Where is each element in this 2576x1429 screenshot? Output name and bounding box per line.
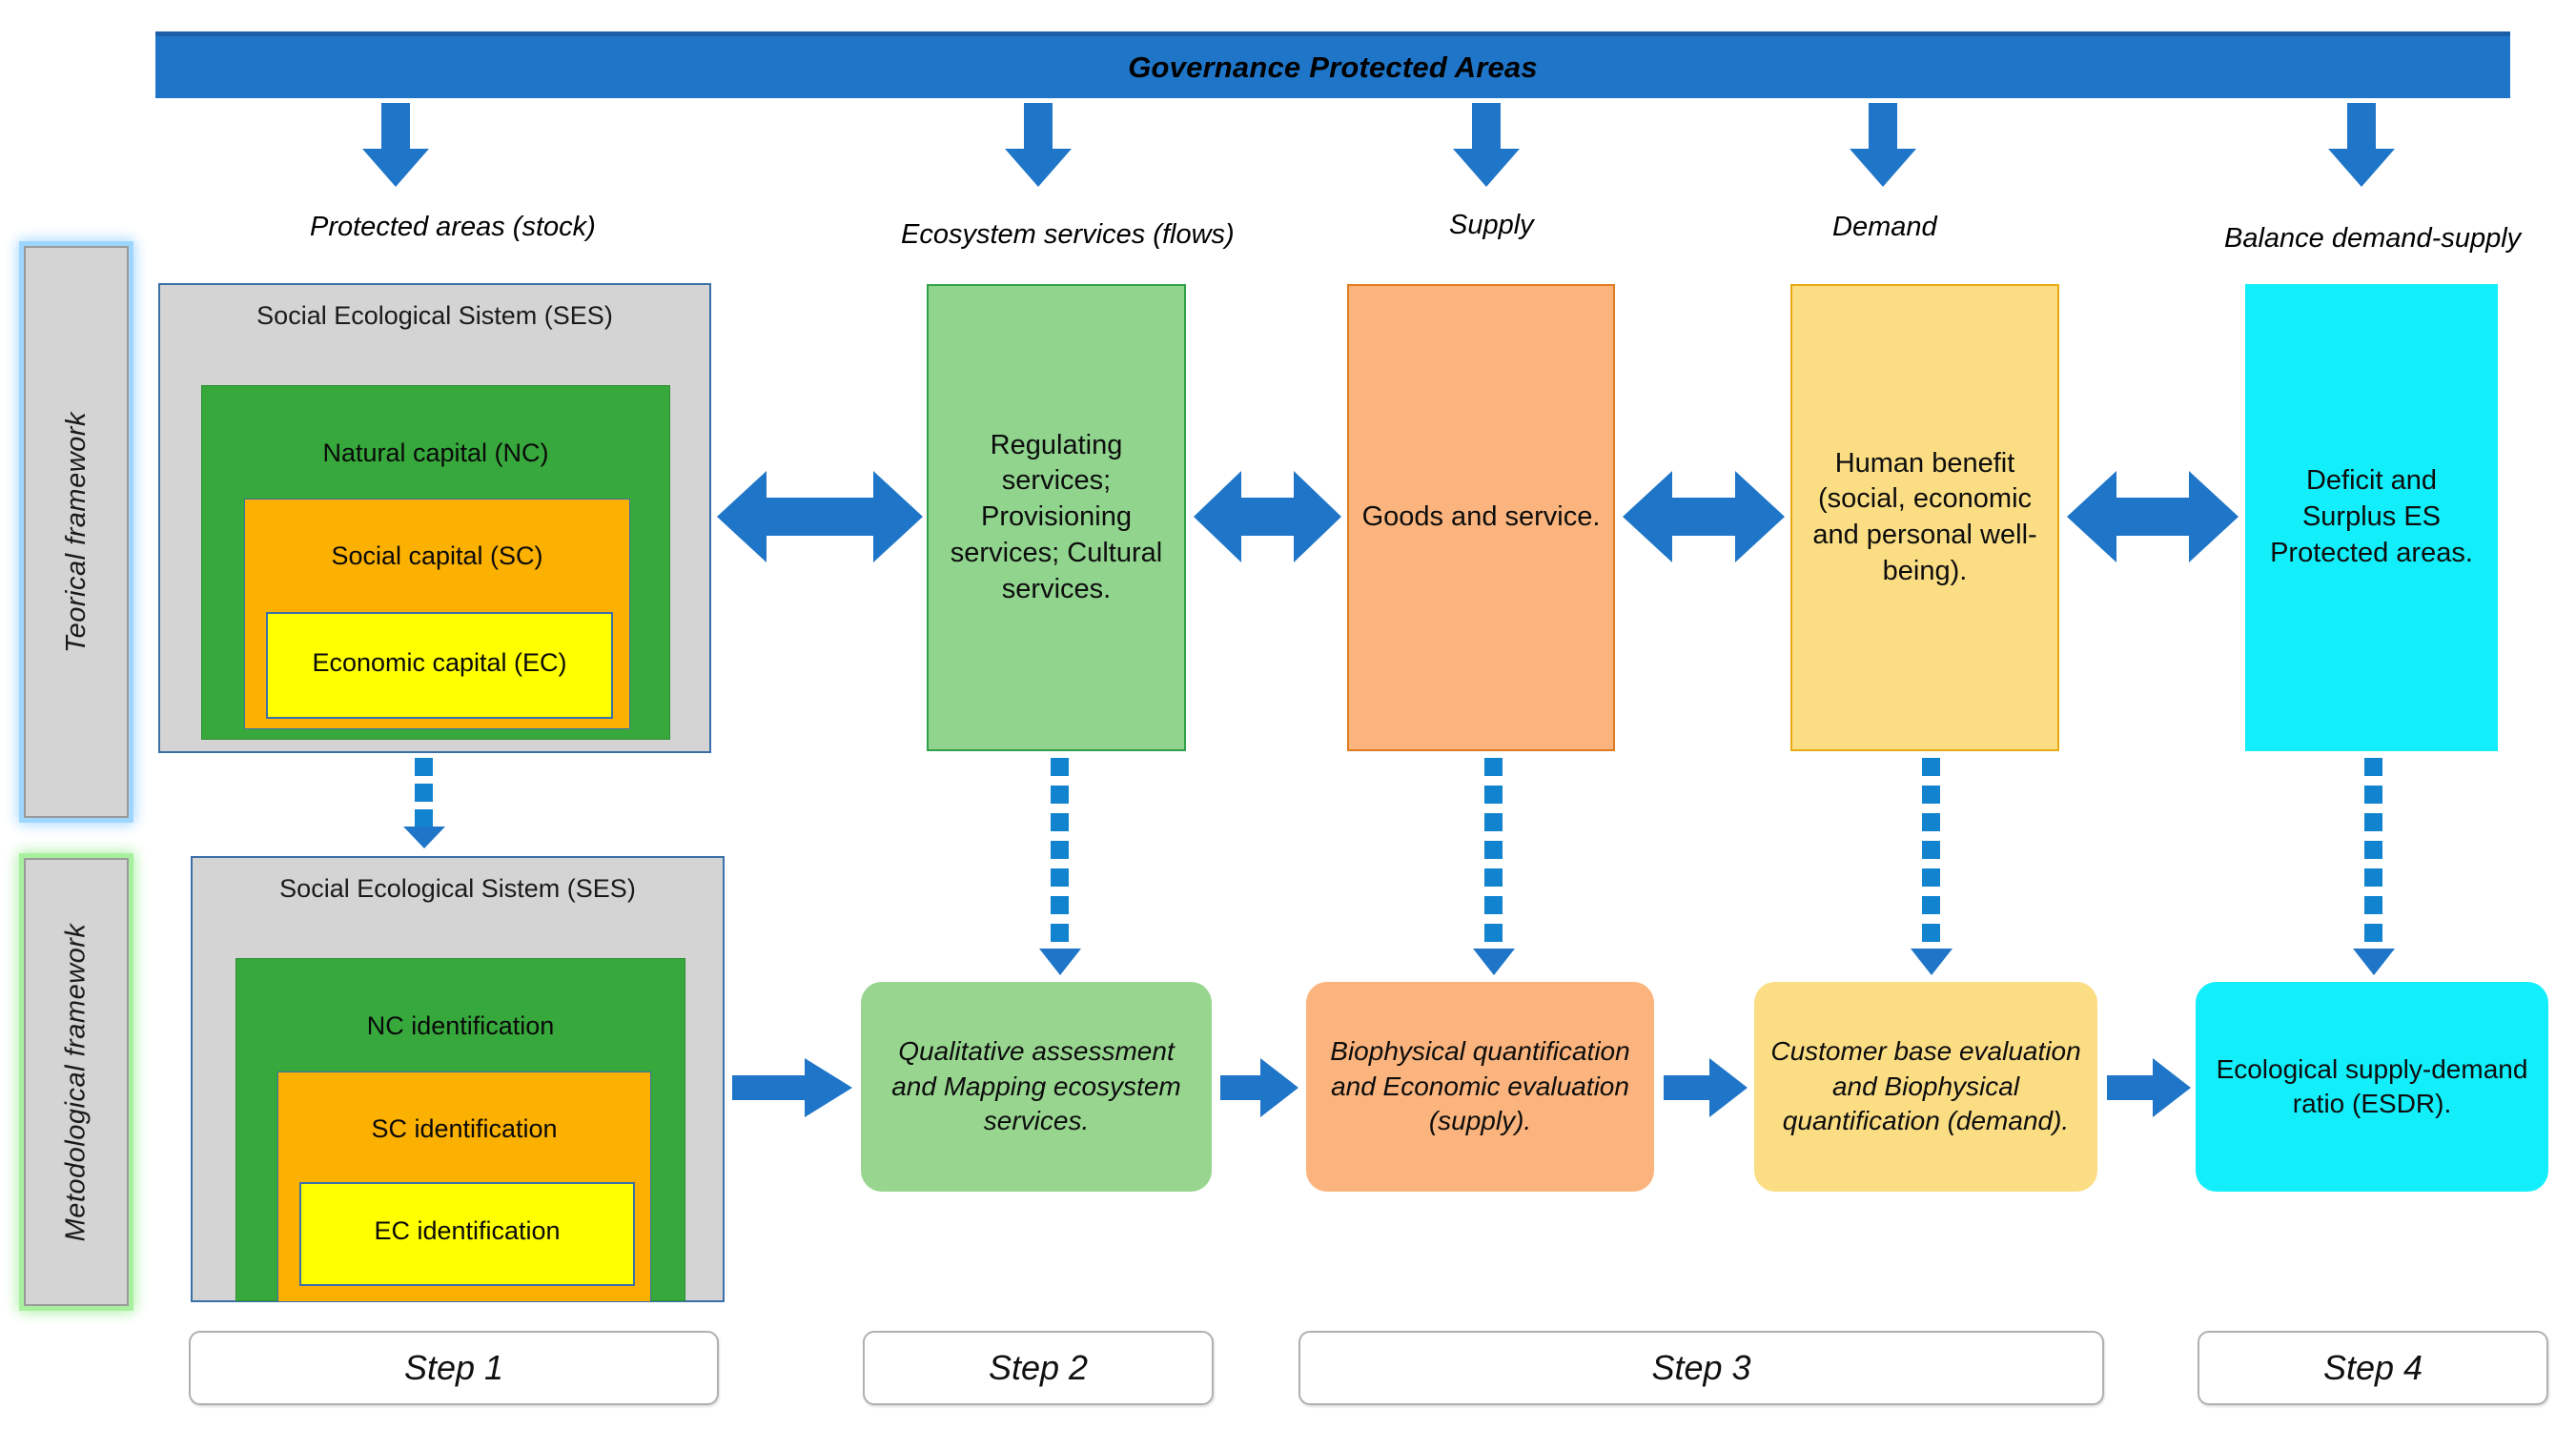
step-box-3-label: Step 3 [1651, 1348, 1751, 1387]
step-box-3[interactable]: Step 3 [1298, 1331, 2104, 1405]
step-box-4-label: Step 4 [2322, 1348, 2423, 1387]
goods-and-service-box: Goods and service. [1347, 284, 1615, 751]
dotted-arrow-human-benefit [1911, 758, 1952, 975]
arrow-ses-to-qualitative [732, 1058, 852, 1117]
social-capital-label-theoretical: Social capital (SC) [331, 541, 543, 570]
step-box-4[interactable]: Step 4 [2198, 1331, 2548, 1405]
step-box-2[interactable]: Step 2 [863, 1331, 1214, 1405]
sc-identification-label: SC identification [371, 1114, 558, 1143]
dotted-arrow-ses [403, 758, 445, 848]
biophysical-quantification-box: Biophysical quantification and Economic … [1306, 982, 1654, 1192]
step-box-2-label: Step 2 [988, 1348, 1089, 1387]
ec-identification-label: EC identification [374, 1216, 561, 1245]
economic-capital-label-theoretical: Economic capital (EC) [312, 648, 567, 677]
arrow-biophysical-to-customer [1664, 1058, 1748, 1117]
nc-identification-box: NC identification SC identification EC i… [235, 958, 685, 1302]
dotted-arrow-ecosystem-services [1039, 758, 1081, 975]
framework-bar-methodological-label: Metodological framework [60, 923, 92, 1241]
customer-base-evaluation-text: Customer base evaluation and Biophysical… [1770, 1036, 2081, 1136]
banner-down-arrow-5 [2328, 103, 2395, 187]
dotted-arrow-goods [1473, 758, 1515, 975]
column-caption-demand: Demand [1832, 212, 1937, 242]
nc-identification-label: NC identification [366, 1011, 555, 1040]
double-arrow-human-to-deficit [2067, 471, 2239, 562]
column-caption-supply: Supply [1449, 210, 1534, 240]
ecosystem-services-box: Regulating services; Provisioning servic… [927, 284, 1186, 751]
double-arrow-goods-to-human [1623, 471, 1785, 562]
framework-bar-theoretical: Teorical framework [24, 246, 129, 818]
sc-identification-box: SC identification EC identification [277, 1072, 651, 1302]
ses-box-theoretical: Social Ecological Sistem (SES) Natural c… [158, 283, 711, 753]
ec-identification-box: EC identification [299, 1182, 635, 1286]
banner-down-arrow-4 [1850, 103, 1916, 187]
economic-capital-box-theoretical: Economic capital (EC) [266, 612, 613, 719]
step-box-1[interactable]: Step 1 [189, 1331, 719, 1405]
banner-down-arrow-1 [362, 103, 429, 187]
esdr-box: Ecological supply-demand ratio (ESDR). [2196, 982, 2548, 1192]
column-caption-balance: Balance demand-supply [2224, 223, 2522, 254]
arrow-qualitative-to-biophysical [1220, 1058, 1298, 1117]
governance-banner: Governance Protected Areas [155, 31, 2510, 98]
step-box-1-label: Step 1 [403, 1348, 504, 1387]
deficit-surplus-box: Deficit and Surplus ES Protected areas. [2245, 284, 2498, 751]
governance-banner-title: Governance Protected Areas [1128, 50, 1538, 84]
banner-down-arrow-3 [1453, 103, 1520, 187]
column-caption-flows: Ecosystem services (flows) [901, 219, 1235, 250]
human-benefit-box: Human benefit (social, economic and pers… [1790, 284, 2059, 751]
esdr-text: Ecological supply-demand ratio (ESDR). [2216, 1053, 2528, 1118]
banner-down-arrow-2 [1005, 103, 1072, 187]
framework-bar-methodological: Metodological framework [24, 858, 129, 1306]
double-arrow-es-to-goods [1194, 471, 1341, 562]
ses-box-methodological: Social Ecological Sistem (SES) NC identi… [191, 856, 725, 1302]
double-arrow-ses-to-es [717, 471, 923, 562]
ses-title-theoretical: Social Ecological Sistem (SES) [256, 301, 613, 330]
dotted-arrow-deficit [2353, 758, 2395, 975]
qualitative-assessment-box: Qualitative assessment and Mapping ecosy… [861, 982, 1212, 1192]
ses-title-methodological: Social Ecological Sistem (SES) [279, 874, 636, 903]
ecosystem-services-text: Regulating services; Provisioning servic… [950, 429, 1163, 604]
social-capital-box-theoretical: Social capital (SC) Economic capital (EC… [244, 499, 630, 729]
human-benefit-text: Human benefit (social, economic and pers… [1812, 447, 2037, 586]
goods-and-service-text: Goods and service. [1361, 501, 1601, 533]
biophysical-quantification-text: Biophysical quantification and Economic … [1330, 1036, 1630, 1136]
framework-bar-theoretical-label: Teorical framework [60, 411, 92, 653]
qualitative-assessment-text: Qualitative assessment and Mapping ecosy… [891, 1036, 1181, 1136]
customer-base-evaluation-box: Customer base evaluation and Biophysical… [1754, 982, 2097, 1192]
column-caption-stock: Protected areas (stock) [310, 212, 596, 242]
natural-capital-box-theoretical: Natural capital (NC) Social capital (SC)… [201, 385, 670, 740]
arrow-customer-to-esdr [2107, 1058, 2191, 1117]
deficit-surplus-text: Deficit and Surplus ES Protected areas. [2270, 465, 2473, 568]
natural-capital-label-theoretical: Natural capital (NC) [322, 439, 549, 467]
